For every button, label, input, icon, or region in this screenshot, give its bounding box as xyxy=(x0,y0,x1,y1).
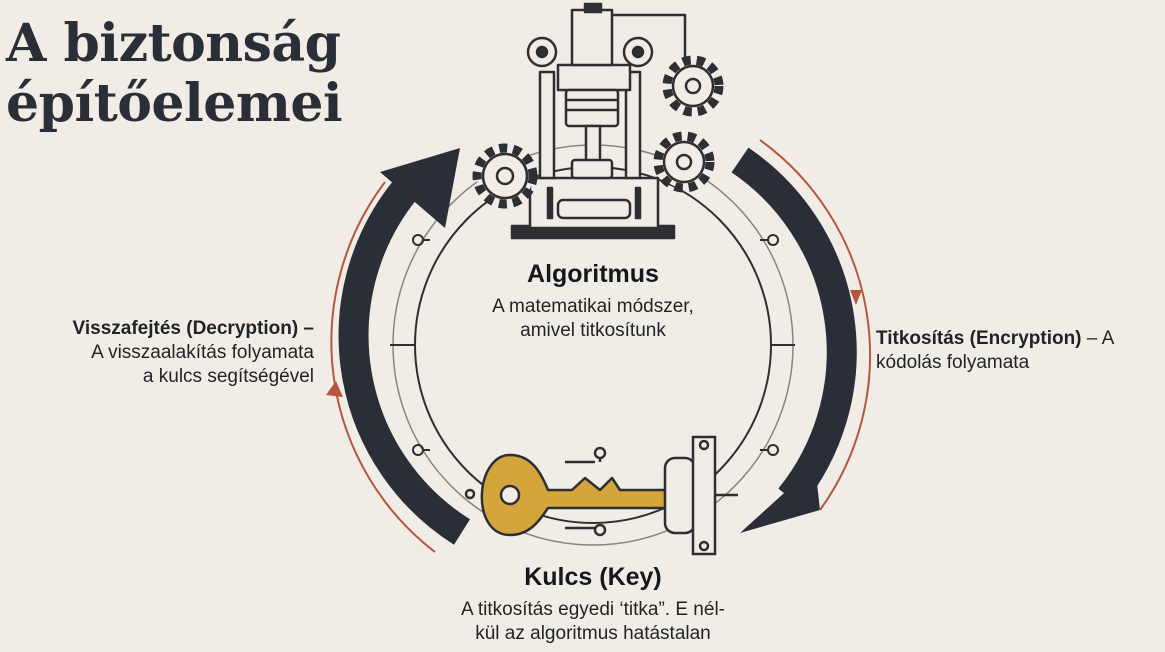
algorithm-description: A matematikai módszer, amivel titkosítun… xyxy=(453,295,733,343)
encryption-desc: kódolás folyamata xyxy=(876,352,1030,373)
machine-press-icon xyxy=(510,2,687,240)
algorithm-title: Algoritmus xyxy=(527,260,659,288)
algorithm-desc-line-1: A matematikai módszer, xyxy=(492,296,694,317)
decryption-label: Visszafejtés (Decryption) – A visszaalak… xyxy=(73,317,314,389)
key-title: Kulcs (Key) xyxy=(524,563,662,591)
page-title: A biztonság építőelemei xyxy=(6,13,343,134)
key-icon xyxy=(464,446,672,537)
encryption-label: Titkosítás (Encryption) – A kódolás foly… xyxy=(876,327,1114,375)
title-line-2: építőelemei xyxy=(6,73,343,134)
decryption-desc-line-1: A visszaalakítás folyamata xyxy=(91,342,314,363)
decryption-cycle-arrow-icon xyxy=(326,148,471,553)
key-desc-line-1: A titkosítás egyedi ‘titka”. E nél- xyxy=(460,599,725,620)
decryption-term: Visszafejtés (Decryption) – xyxy=(72,318,314,339)
algorithm-desc-line-2: amivel titkosítunk xyxy=(520,320,666,341)
encryption-cycle-arrow-icon xyxy=(731,139,872,533)
gear-icon xyxy=(662,55,724,117)
decryption-desc-line-2: a kulcs segítségével xyxy=(142,366,314,387)
key-desc-line-2: kül az algoritmus hatástalan xyxy=(475,623,711,644)
encryption-term: Titkosítás (Encryption) – A xyxy=(876,328,1115,349)
key-description: A titkosítás egyedi ‘titka”. E nél- kül … xyxy=(418,598,768,646)
title-line-1: A biztonság xyxy=(6,13,341,74)
gear-icon xyxy=(653,131,715,193)
lock-cylinder-icon xyxy=(663,435,738,556)
gear-icon xyxy=(472,143,538,209)
